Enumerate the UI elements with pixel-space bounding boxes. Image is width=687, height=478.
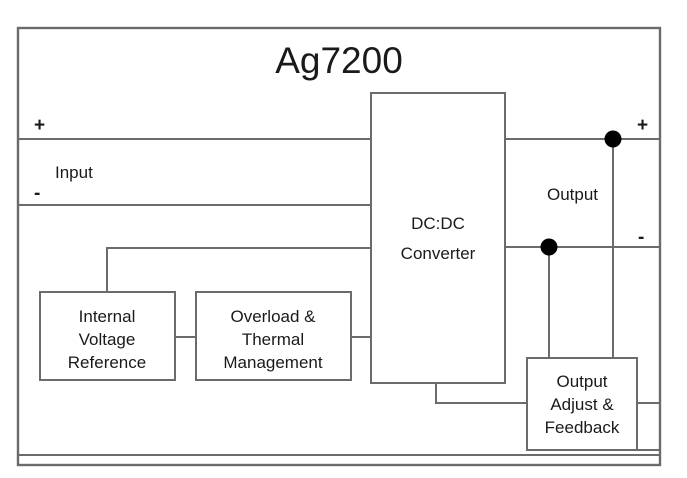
converter-bottom-feedback-wire xyxy=(435,383,527,404)
dcdc-converter-label-line2: Converter xyxy=(401,244,476,263)
dcdc-converter-block[interactable] xyxy=(370,92,506,384)
overload-thermal-label-line2: Thermal xyxy=(242,330,304,349)
overload-thermal-management-block[interactable] xyxy=(195,291,352,381)
diagram-title: Ag7200 xyxy=(275,40,403,81)
input-positive-sign: + xyxy=(34,115,45,136)
internal-voltage-reference-label-line1: Internal xyxy=(79,307,136,326)
output-adjust-feedback-block[interactable] xyxy=(526,357,638,451)
output-adjust-feedback-label-line1: Output xyxy=(556,372,607,391)
input-label: Input xyxy=(55,163,93,182)
output-label: Output xyxy=(547,185,598,204)
internal-voltage-reference-label-line3: Reference xyxy=(68,353,146,372)
output-negative-junction-dot xyxy=(540,238,558,256)
input-negative-sign: - xyxy=(34,183,40,204)
internal-voltage-reference-label-line2: Voltage xyxy=(79,330,136,349)
overload-thermal-label-line1: Overload & xyxy=(230,307,316,326)
reference-feed-wire xyxy=(106,247,371,292)
dcdc-converter-label-line1: DC:DC xyxy=(411,214,465,233)
internal-voltage-reference-block[interactable] xyxy=(39,291,176,381)
output-adjust-feedback-label-line2: Adjust & xyxy=(550,395,614,414)
output-adjust-feedback-label-line3: Feedback xyxy=(545,418,620,437)
overload-thermal-label-line3: Management xyxy=(223,353,323,372)
feedback-ground-return-wire xyxy=(18,403,661,456)
output-positive-sign: + xyxy=(637,115,648,136)
output-positive-junction-dot xyxy=(604,130,622,148)
output-negative-sign: - xyxy=(638,227,644,248)
